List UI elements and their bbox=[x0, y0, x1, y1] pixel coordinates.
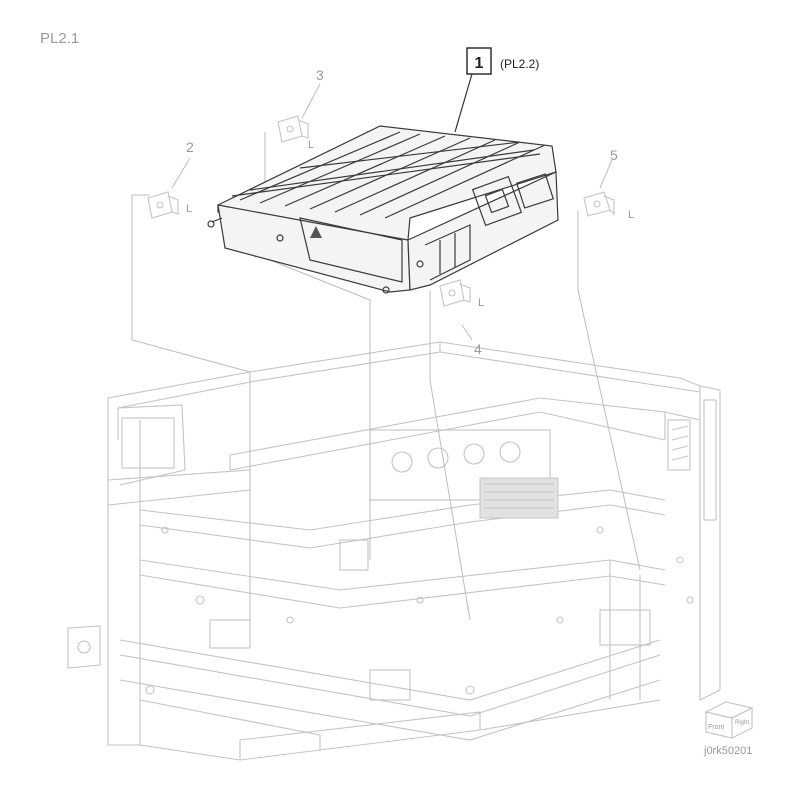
fastener-label-3: L bbox=[308, 139, 314, 151]
bracket-part-3 bbox=[277, 115, 309, 143]
orientation-right-label: Right bbox=[735, 720, 749, 726]
callout-1[interactable]: 1 bbox=[454, 47, 492, 133]
callout-2-number[interactable]: 2 bbox=[186, 139, 194, 155]
laser-unit-assembly bbox=[207, 125, 559, 294]
bracket-part-5 bbox=[583, 191, 615, 217]
callout-1-reference: (PL2.2) bbox=[500, 57, 539, 71]
callout-1-number: 1 bbox=[475, 55, 484, 72]
callout-4-number[interactable]: 4 bbox=[474, 341, 482, 357]
bracket-part-4 bbox=[439, 279, 471, 307]
plate-id: PL2.1 bbox=[40, 30, 79, 47]
callout-5-number[interactable]: 5 bbox=[610, 147, 618, 163]
machine-frame bbox=[67, 341, 721, 761]
callout-3-number[interactable]: 3 bbox=[316, 67, 324, 83]
orientation-front-label: Front bbox=[708, 724, 724, 731]
fastener-label-4: L bbox=[478, 297, 484, 309]
fastener-label-5: L bbox=[628, 209, 634, 221]
image-code: j0rk50201 bbox=[703, 745, 752, 757]
orientation-cube-icon: Front Right bbox=[704, 701, 754, 739]
bracket-part-2 bbox=[147, 191, 179, 219]
fastener-label-2: L bbox=[186, 203, 192, 215]
leader-lines bbox=[131, 83, 641, 621]
